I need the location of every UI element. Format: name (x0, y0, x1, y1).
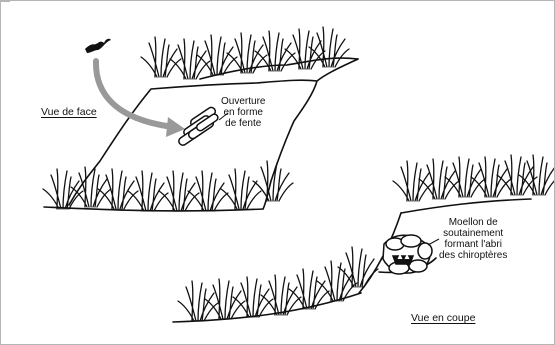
shelter-label-line-1: Moellon de (439, 217, 507, 228)
shelter-stone-cluster-icon (383, 235, 432, 274)
bat-icon (85, 39, 111, 53)
opening-label-line-2: en forme (221, 107, 265, 118)
shelter-label: Moellon de soutainement formant l'abri d… (439, 217, 507, 261)
terrain-lines (44, 58, 531, 322)
section-view-title: Vue en coupe (411, 313, 475, 324)
shelter-label-line-3: formant l'abri (439, 239, 507, 250)
opening-label: Ouverture en forme de fente (221, 96, 265, 129)
opening-label-line-3: de fente (221, 118, 265, 129)
front-view-title: Vue de face (41, 107, 97, 118)
opening-stone-cluster-icon (177, 106, 219, 147)
curved-arrow-head (166, 117, 185, 137)
opening-label-line-1: Ouverture (221, 96, 265, 107)
leader-lines (219, 113, 439, 245)
shelter-label-line-4: des chiroptères (439, 250, 507, 261)
shelter-label-line-2: soutainement (439, 228, 507, 239)
